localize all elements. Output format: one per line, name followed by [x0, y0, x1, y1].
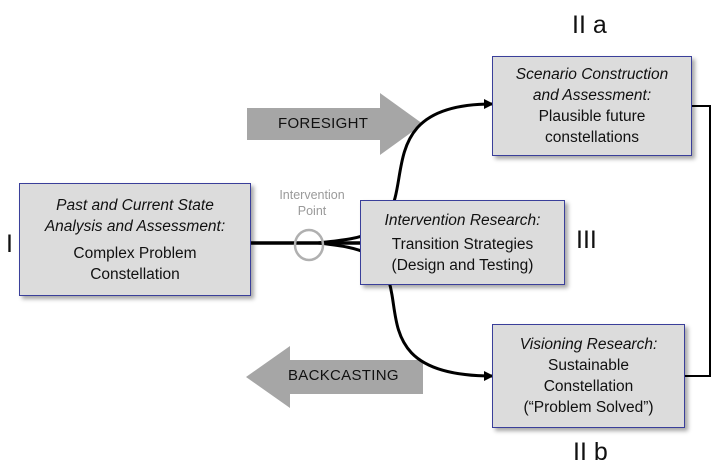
scenario-body-line1: Plausible future [538, 108, 646, 125]
intervention-point-circle [293, 228, 325, 262]
connector-branch-lower [317, 241, 494, 381]
visioning-body-line1: Sustainable [547, 357, 629, 374]
foresight-arrow [247, 93, 423, 155]
visioning-body-line2: Constellation [543, 378, 634, 395]
backcasting-arrow [246, 346, 423, 408]
stage-label-iii: III [576, 226, 597, 254]
visioning-box: Visioning Research: Sustainable Constell… [492, 324, 685, 428]
intervention-body-line1: Transition Strategies [391, 235, 534, 253]
analysis-body-line2: Constellation [90, 265, 180, 283]
scenario-title-line1: Scenario Construction [515, 66, 669, 83]
analysis-title-line2: Analysis and Assessment: [44, 217, 226, 235]
stage-label-iib: II b [573, 438, 608, 466]
scenario-box: Scenario Construction and Assessment: Pl… [492, 56, 692, 156]
scenario-body-line2: constellations [545, 129, 639, 146]
foresight-label: FORESIGHT [278, 115, 369, 132]
intervention-point-label-line1: Intervention [279, 188, 345, 202]
stage-label-iia: II a [572, 11, 607, 39]
analysis-box: Past and Current State Analysis and Asse… [19, 183, 251, 296]
backcasting-label: BACKCASTING [288, 367, 399, 384]
analysis-title-line1: Past and Current State [56, 196, 214, 214]
visioning-title: Visioning Research: [519, 336, 658, 353]
intervention-title: Intervention Research: [384, 211, 541, 229]
stage-label-i: I [6, 230, 13, 258]
analysis-body-line1: Complex Problem [73, 244, 197, 262]
intervention-box: Intervention Research: Transition Strate… [360, 200, 565, 285]
intervention-body-line2: (Design and Testing) [391, 256, 534, 274]
connector-branch-upper [317, 99, 494, 245]
visioning-body-line3: (“Problem Solved”) [523, 399, 654, 416]
connector-feedback-bracket [685, 105, 711, 377]
intervention-point-label-line2: Point [297, 204, 327, 218]
scenario-title-line2: and Assessment: [532, 87, 652, 104]
